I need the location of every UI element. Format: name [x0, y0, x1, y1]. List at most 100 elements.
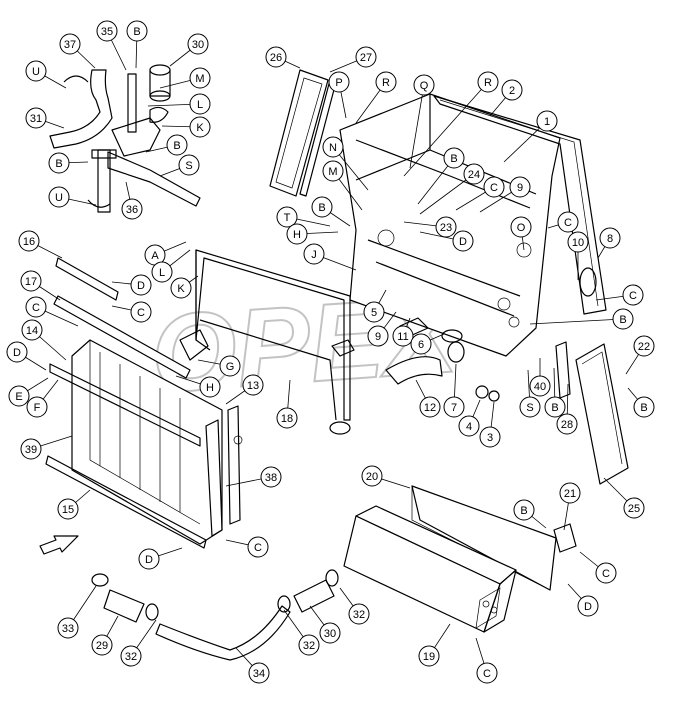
callout-label: 28: [561, 419, 573, 431]
callout-label: 29: [96, 640, 108, 652]
callout-circle: [367, 325, 389, 347]
callout-circle: [544, 396, 566, 418]
callout-31: 31: [25, 107, 47, 129]
callout-circle: [219, 355, 241, 377]
callout-circle: [57, 498, 79, 520]
callout-32: 32: [348, 603, 370, 625]
callout-C: C: [130, 301, 152, 323]
callout-circle: [25, 60, 47, 82]
callout-C: C: [622, 284, 644, 306]
callout-label: 2: [509, 85, 515, 97]
callout-8: 8: [599, 227, 621, 249]
callout-circle: [20, 438, 42, 460]
callout-circle: [443, 147, 465, 169]
callout-circle: [187, 33, 209, 55]
callout-label: M: [195, 73, 204, 85]
callout-12: 12: [419, 396, 441, 418]
callout-D: D: [130, 274, 152, 296]
callout-label: 24: [468, 169, 480, 181]
condenser-14: [49, 339, 223, 545]
callout-label: 4: [466, 421, 472, 433]
callout-circle: [276, 407, 298, 429]
callout-circle: [328, 71, 350, 93]
callout-B: B: [612, 308, 634, 330]
callout-label: 31: [30, 113, 42, 125]
callout-10: 10: [567, 231, 589, 253]
callout-circle: [319, 622, 341, 644]
callout-label: B: [450, 153, 457, 165]
strip-17: [53, 295, 191, 379]
callout-label: 11: [397, 331, 408, 343]
callout-label: B: [55, 158, 62, 170]
callout-D: D: [138, 548, 160, 570]
callout-circle: [25, 107, 47, 129]
callout-label: 13: [247, 380, 259, 392]
callout-circle: [463, 163, 485, 185]
callout-P: P: [328, 71, 350, 93]
callout-M: M: [322, 160, 344, 182]
callout-circle: [311, 196, 333, 218]
callout-circle: [303, 243, 325, 265]
callout-label: 30: [324, 628, 336, 640]
callout-circle: [612, 308, 634, 330]
callout-circle: [199, 376, 221, 398]
callout-circle: [595, 562, 617, 584]
callout-29: 29: [91, 634, 113, 656]
callout-24: 24: [463, 163, 485, 185]
callout-label: 19: [423, 651, 435, 663]
callout-R: R: [375, 71, 397, 93]
callout-C: C: [483, 176, 505, 198]
callout-B: B: [126, 20, 148, 42]
callout-B: B: [443, 147, 465, 169]
callout-label: 26: [270, 52, 282, 64]
callout-30: 30: [187, 33, 209, 55]
callout-circle: [476, 662, 498, 684]
callout-circle: [126, 20, 148, 42]
callout-circle: [443, 396, 465, 418]
callout-C: C: [476, 662, 498, 684]
callout-label: 38: [265, 472, 277, 484]
callout-5: 5: [363, 301, 385, 323]
callout-40: 40: [529, 375, 551, 397]
callout-label: G: [226, 361, 235, 373]
callout-circle: [419, 396, 441, 418]
seal-2: [433, 95, 607, 315]
callout-20: 20: [361, 465, 383, 487]
callout-19: 19: [418, 645, 440, 667]
callout-label: 15: [62, 504, 74, 516]
callout-label: K: [196, 122, 204, 134]
callout-label: L: [159, 267, 165, 279]
callout-S: S: [519, 396, 541, 418]
callout-35: 35: [96, 20, 118, 42]
callout-label: 23: [440, 222, 452, 234]
callout-circle: [26, 396, 48, 418]
callout-label: K: [177, 283, 185, 295]
callout-S: S: [178, 154, 200, 176]
callout-label: 5: [371, 307, 377, 319]
leader-line: [403, 81, 489, 177]
callout-U: U: [48, 186, 70, 208]
bracket-21: [553, 523, 577, 553]
callout-22: 22: [633, 335, 655, 357]
callout-N: N: [322, 136, 344, 158]
callout-label: D: [459, 236, 467, 248]
callout-circle: [479, 426, 501, 448]
callout-circle: [556, 413, 578, 435]
callout-B: B: [166, 134, 188, 156]
callout-label: 21: [564, 488, 576, 500]
callout-circle: [247, 536, 269, 558]
callout-37: 37: [59, 33, 81, 55]
callout-label: 10: [572, 237, 584, 249]
callout-label: M: [328, 166, 337, 178]
callout-circle: [21, 319, 43, 341]
callout-33: 33: [57, 617, 79, 639]
callout-circle: [623, 497, 645, 519]
callout-circle: [130, 301, 152, 323]
callout-circle: [286, 223, 308, 245]
callout-label: 9: [517, 182, 523, 194]
callout-label: 22: [638, 341, 650, 353]
callout-circle: [91, 634, 113, 656]
panel-26: [269, 69, 329, 197]
callout-Q: Q: [413, 74, 435, 96]
callout-circle: [178, 154, 200, 176]
